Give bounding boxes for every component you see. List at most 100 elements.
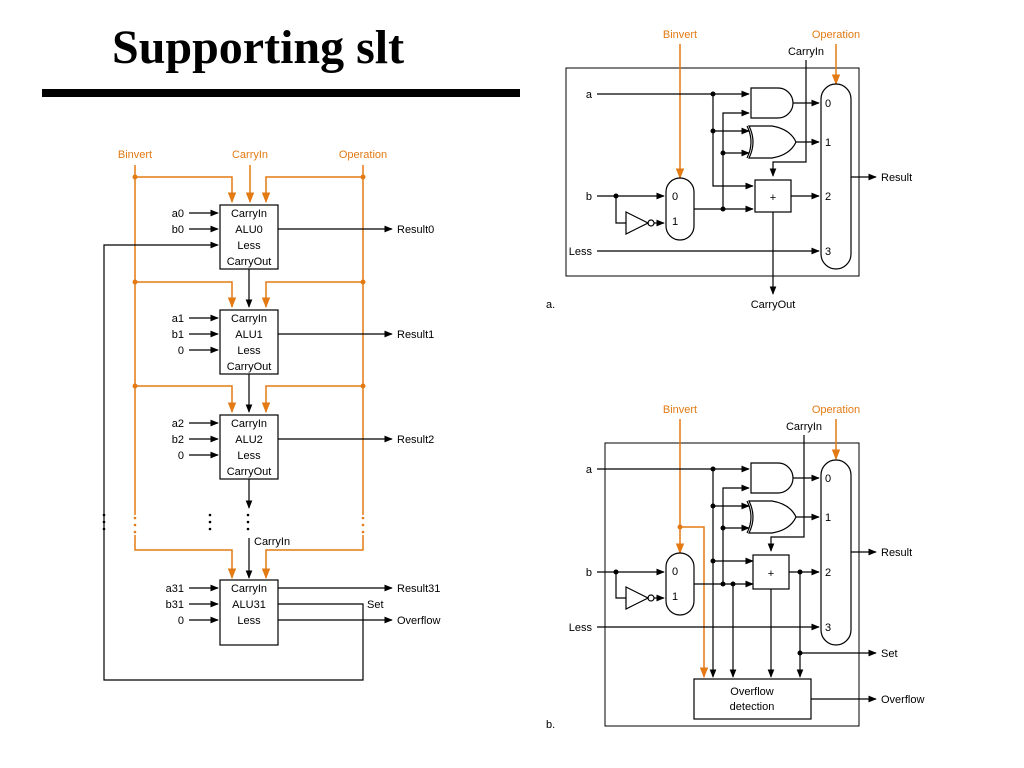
set-label: Set bbox=[367, 599, 384, 611]
and-gate bbox=[750, 87, 794, 119]
set-feedback-wire bbox=[103, 241, 364, 681]
adder bbox=[752, 554, 790, 590]
svg-text:1: 1 bbox=[672, 216, 678, 228]
svg-text:1: 1 bbox=[672, 591, 678, 603]
alu-carryin: CarryIn bbox=[231, 313, 267, 325]
svg-text:3: 3 bbox=[825, 622, 831, 634]
carryout-label: CarryOut bbox=[751, 299, 796, 311]
svg-text:3: 3 bbox=[825, 246, 831, 258]
or-gate bbox=[748, 125, 797, 159]
input-a: a0 bbox=[172, 208, 184, 220]
result-label: Result2 bbox=[397, 434, 434, 446]
alu-carryout: CarryOut bbox=[227, 361, 272, 373]
control-bus-31 bbox=[134, 535, 364, 580]
operation-label: Operation bbox=[812, 404, 860, 416]
carryin-label: CarryIn bbox=[786, 421, 822, 433]
not-gate bbox=[625, 211, 650, 235]
alu-0: CarryIn ALU0 Less CarryOut a0 b0 Result0 bbox=[172, 204, 434, 308]
alu-less: Less bbox=[237, 240, 261, 252]
input-a: a2 bbox=[172, 418, 184, 430]
slide-title: Supporting slt bbox=[112, 21, 405, 74]
svg-text:0: 0 bbox=[825, 473, 831, 485]
figure-a-frame bbox=[565, 67, 860, 277]
control-bus-1 bbox=[132, 279, 366, 309]
and-gate bbox=[750, 462, 794, 494]
figure-b: Binvert Operation CarryIn a b 0 1 + bbox=[546, 404, 924, 731]
input-less: 0 bbox=[178, 615, 184, 627]
less-label: Less bbox=[569, 622, 593, 634]
svg-text:Overflow: Overflow bbox=[730, 686, 773, 698]
input-b: b0 bbox=[172, 224, 184, 236]
alu-less: Less bbox=[237, 345, 261, 357]
svg-text:0: 0 bbox=[672, 566, 678, 578]
alu-less: Less bbox=[237, 615, 261, 627]
alu-carryin: CarryIn bbox=[231, 583, 267, 595]
alu-name: ALU1 bbox=[235, 329, 263, 341]
result-label: Result bbox=[881, 547, 912, 559]
alu-carryin: CarryIn bbox=[231, 418, 267, 430]
alu-2: CarryIn ALU2 Less CarryOut a2 b2 0 Resul… bbox=[172, 414, 434, 509]
or-gate bbox=[748, 500, 797, 534]
svg-text:1: 1 bbox=[825, 512, 831, 524]
input-a: a1 bbox=[172, 313, 184, 325]
title-rule bbox=[42, 89, 520, 97]
control-bus-2 bbox=[132, 383, 366, 414]
set-label: Set bbox=[881, 648, 898, 660]
svg-text:+: + bbox=[768, 568, 774, 580]
less-label: Less bbox=[569, 246, 593, 258]
caption-a: a. bbox=[546, 299, 555, 311]
input-b: b31 bbox=[166, 599, 184, 611]
result31-label: Result31 bbox=[397, 583, 440, 595]
caption-b: b. bbox=[546, 719, 555, 731]
alu-carryout: CarryOut bbox=[227, 466, 272, 478]
overflow-label: Overflow bbox=[397, 615, 440, 627]
input-a: a31 bbox=[166, 583, 184, 595]
alu-chain: Binvert CarryIn Operation bbox=[102, 149, 440, 681]
overflow-detection-box bbox=[693, 678, 812, 720]
svg-text:detection: detection bbox=[730, 701, 775, 713]
alu-name: ALU2 bbox=[235, 434, 263, 446]
svg-text:1: 1 bbox=[825, 137, 831, 149]
figure-b-frame bbox=[604, 442, 860, 727]
carryin-label: CarryIn bbox=[232, 149, 268, 161]
alu-1: CarryIn ALU1 Less CarryOut a1 b1 0 Resul… bbox=[172, 309, 434, 413]
b-mux bbox=[665, 552, 695, 616]
operation-label: Operation bbox=[339, 149, 387, 161]
input-b: b bbox=[586, 567, 592, 579]
result-label: Result1 bbox=[397, 329, 434, 341]
input-b: b1 bbox=[172, 329, 184, 341]
ellipsis-dots-orange bbox=[133, 516, 365, 534]
alu-carryout: CarryOut bbox=[227, 256, 272, 268]
svg-text:0: 0 bbox=[672, 191, 678, 203]
overflow-label: Overflow bbox=[881, 694, 924, 706]
carryin-31-label: CarryIn bbox=[254, 536, 290, 548]
input-a: a bbox=[586, 464, 593, 476]
binvert-label: Binvert bbox=[118, 149, 152, 161]
alu-less: Less bbox=[237, 450, 261, 462]
carryin-label: CarryIn bbox=[788, 46, 824, 58]
binvert-label: Binvert bbox=[663, 29, 697, 41]
result-mux bbox=[820, 83, 852, 270]
svg-text:2: 2 bbox=[825, 191, 831, 203]
figure-a: Binvert Operation CarryIn a b 0 1 + Les bbox=[546, 29, 912, 311]
svg-text:0: 0 bbox=[825, 98, 831, 110]
input-b: b bbox=[586, 191, 592, 203]
alu-carryin: CarryIn bbox=[231, 208, 267, 220]
alu-31: CarryIn ALU31 Less a31 b31 0 Result31 Ov… bbox=[166, 579, 440, 646]
input-less: 0 bbox=[178, 345, 184, 357]
result-label: Result0 bbox=[397, 224, 434, 236]
input-less: 0 bbox=[178, 450, 184, 462]
ellipsis-dots bbox=[102, 513, 250, 531]
control-bus-0 bbox=[132, 174, 366, 204]
operation-label: Operation bbox=[812, 29, 860, 41]
binvert-label: Binvert bbox=[663, 404, 697, 416]
svg-text:+: + bbox=[770, 192, 776, 204]
svg-text:2: 2 bbox=[825, 567, 831, 579]
input-b: b2 bbox=[172, 434, 184, 446]
input-a: a bbox=[586, 89, 593, 101]
result-label: Result bbox=[881, 172, 912, 184]
alu-name: ALU31 bbox=[232, 599, 266, 611]
b-mux bbox=[665, 177, 695, 241]
not-gate bbox=[625, 586, 650, 610]
